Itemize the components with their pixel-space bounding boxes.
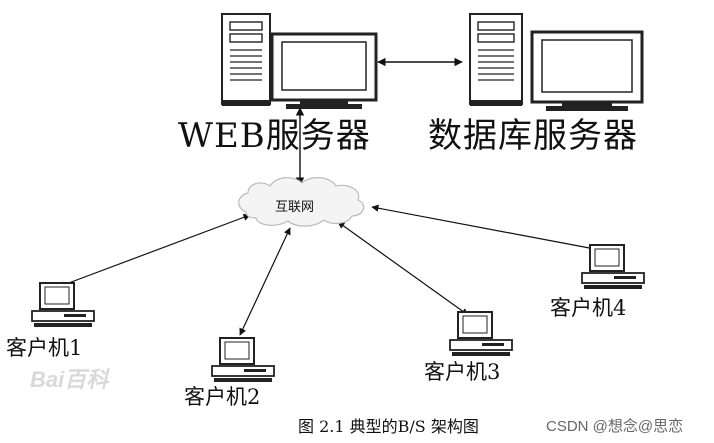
- baidu-watermark: Bai百科: [30, 362, 108, 394]
- link-internet-client1: [58, 215, 250, 287]
- web-server-label: WEB服务器: [178, 108, 371, 157]
- link-internet-client3: [338, 222, 468, 315]
- client3-label: 客户机3: [424, 356, 500, 386]
- figure-caption: 图 2.1 典型的B/S 架构图: [298, 413, 479, 437]
- csdn-watermark: CSDN @想念@思恋: [546, 415, 683, 436]
- db-server-monitor-icon: [532, 32, 642, 111]
- link-internet-client4: [372, 207, 600, 250]
- web-server-tower-icon: [222, 14, 270, 106]
- client2-computer-icon: [212, 338, 274, 382]
- client4-computer-icon: [582, 245, 644, 289]
- db-server-label: 数据库服务器: [428, 108, 638, 157]
- internet-label: 互联网: [275, 196, 314, 215]
- link-internet-client2: [240, 228, 290, 335]
- client1-label: 客户机1: [6, 332, 82, 362]
- client4-label: 客户机4: [550, 292, 626, 322]
- client1-computer-icon: [32, 283, 94, 327]
- client2-label: 客户机2: [184, 381, 260, 411]
- client3-computer-icon: [450, 312, 512, 356]
- web-server-monitor-icon: [272, 34, 376, 109]
- db-server-tower-icon: [470, 14, 522, 106]
